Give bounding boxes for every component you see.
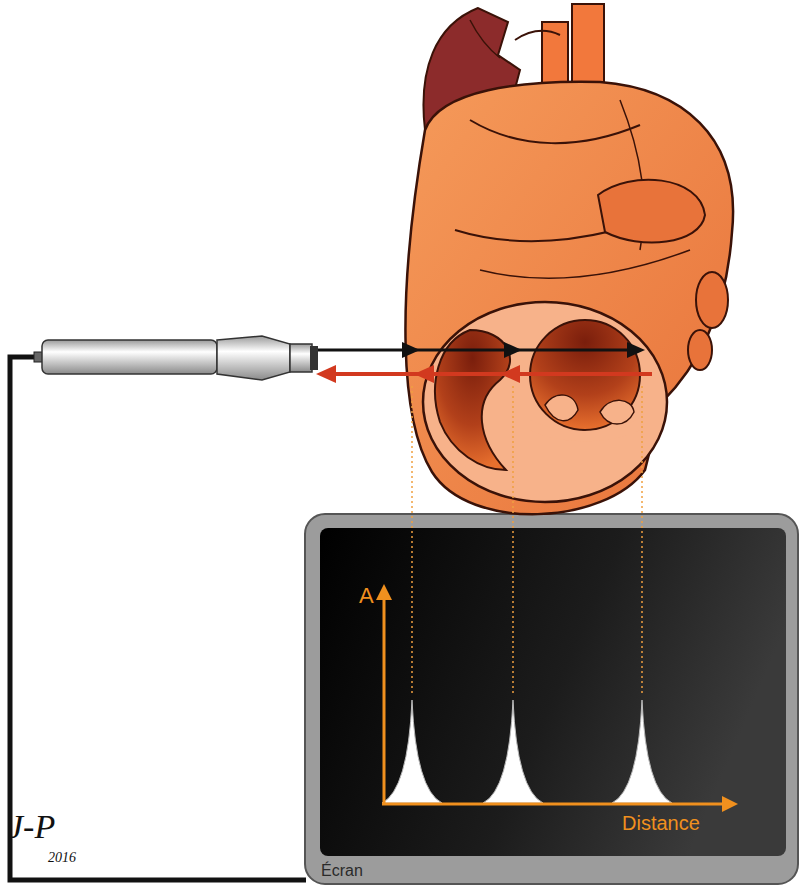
axes [382, 594, 724, 804]
echo-peaks [382, 700, 672, 803]
axis-label: A [359, 583, 374, 609]
axis-label: Distance [622, 812, 700, 835]
screen-display [320, 528, 786, 856]
probe-cable [10, 357, 306, 880]
echo-wave [316, 365, 652, 383]
signature-year: 2016 [48, 850, 76, 866]
ultrasound-probe [34, 336, 318, 380]
screen-node: Écran [305, 514, 798, 884]
screen-label: Écran [321, 862, 363, 880]
emitted-wave [318, 342, 645, 358]
heart [405, 4, 733, 514]
axis-arrow [376, 584, 392, 600]
signature: J-P [8, 808, 55, 846]
screen-frame [305, 514, 798, 884]
projection-lines [412, 386, 642, 696]
axis-arrow [722, 796, 738, 812]
